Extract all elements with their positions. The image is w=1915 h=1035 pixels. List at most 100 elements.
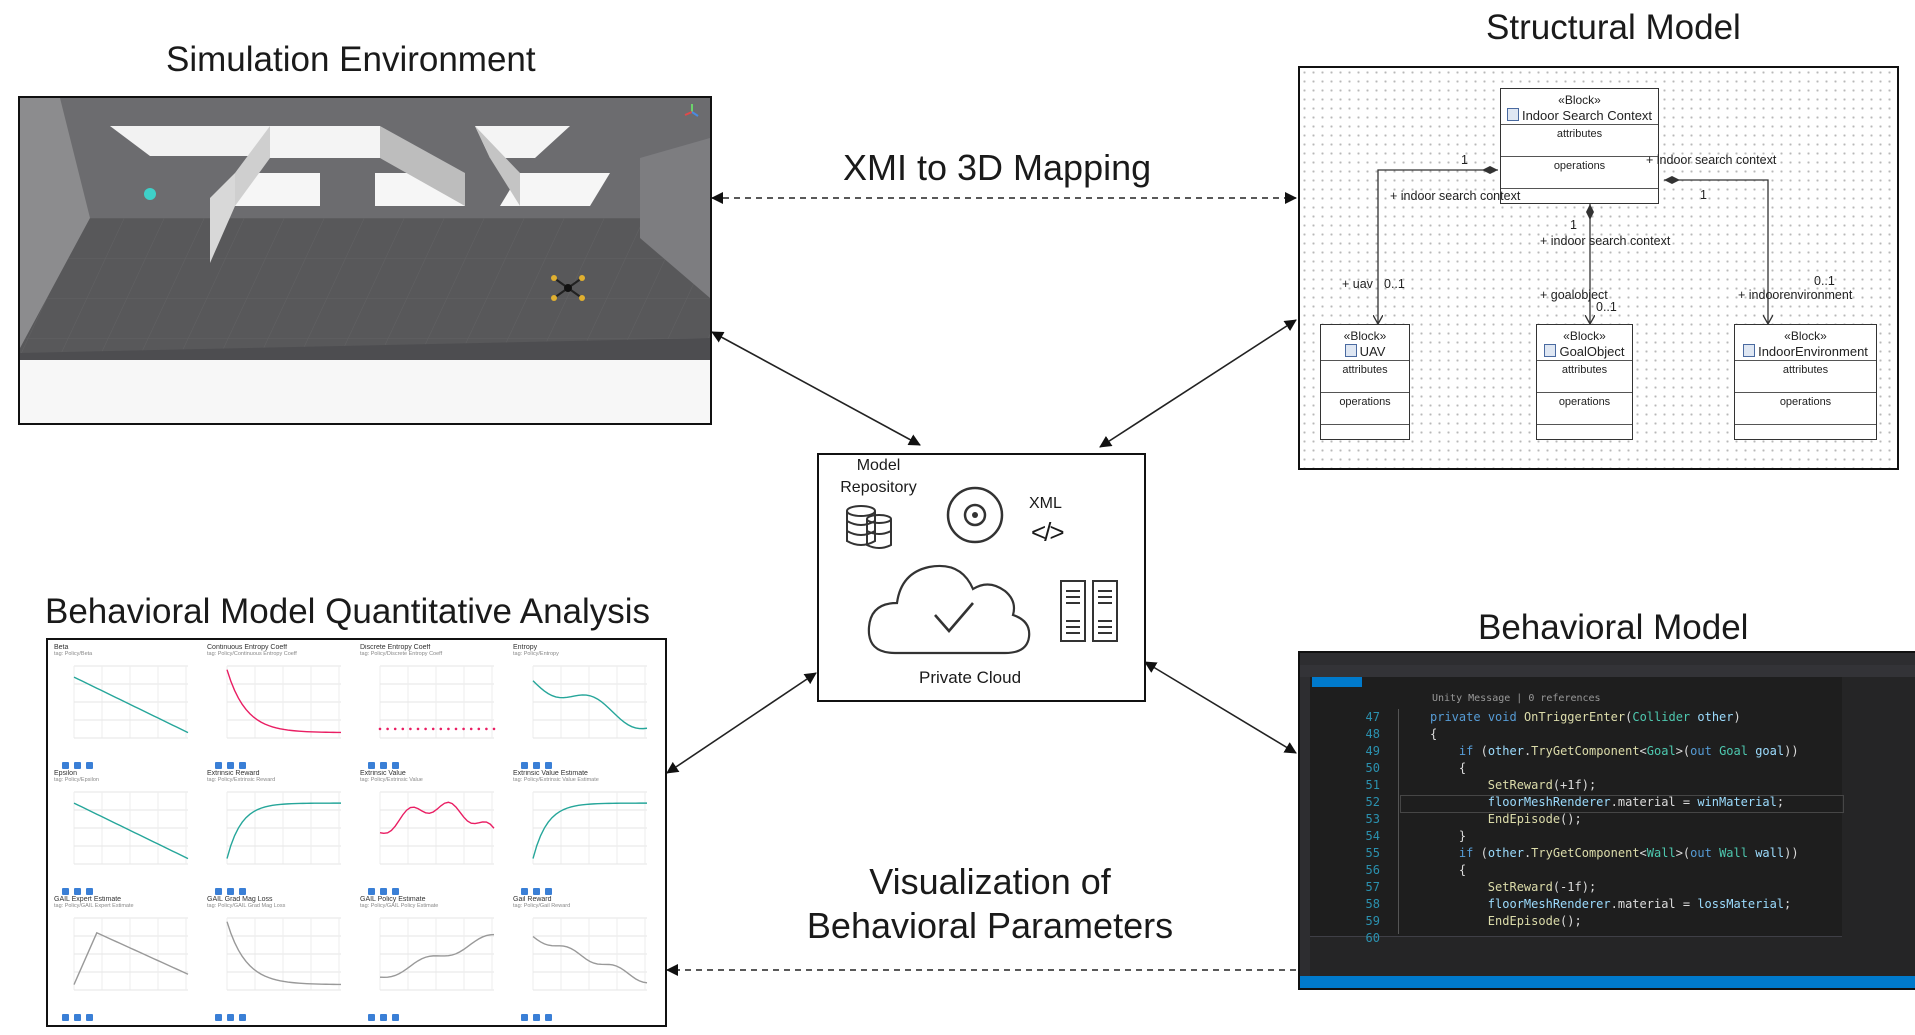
- panel-control-icon[interactable]: [521, 762, 528, 769]
- code-line[interactable]: 57 SetReward(-1f);: [1300, 879, 1840, 896]
- metric-panel-tag: tag: Policy/Extrinsic Reward: [207, 777, 276, 783]
- panel-control-icon[interactable]: [74, 888, 81, 895]
- code-line[interactable]: 60: [1300, 930, 1840, 947]
- solution-explorer[interactable]: [1842, 677, 1915, 977]
- panel-control-icon[interactable]: [392, 1014, 399, 1021]
- panel-control-icon[interactable]: [545, 1014, 552, 1021]
- mult-uav: 0..1: [1384, 277, 1405, 291]
- code-text: SetReward(-1f);: [1487, 880, 1597, 894]
- code-line[interactable]: 48{: [1300, 726, 1840, 743]
- metric-panel-title: Extrinsic Value: [360, 770, 406, 777]
- code-line[interactable]: 52 floorMeshRenderer.material = winMater…: [1300, 794, 1840, 811]
- code-line[interactable]: 50 {: [1300, 760, 1840, 777]
- attributes-compartment: attributes: [1537, 361, 1632, 393]
- role-environment: + indoorenvironment: [1738, 288, 1853, 302]
- metric-panel-controls[interactable]: [368, 882, 404, 895]
- code-text: private void OnTriggerEnter(Collider oth…: [1430, 710, 1741, 724]
- metric-panel-controls[interactable]: [215, 882, 251, 895]
- metric-panel-controls[interactable]: [521, 1008, 557, 1021]
- panel-control-icon[interactable]: [392, 888, 399, 895]
- visualization-label-line2: Behavioral Parameters: [806, 905, 1174, 946]
- panel-control-icon[interactable]: [215, 762, 222, 769]
- panel-control-icon[interactable]: [239, 762, 246, 769]
- panel-control-icon[interactable]: [74, 1014, 81, 1021]
- block-indoor-environment[interactable]: «Block»IndoorEnvironment attributes oper…: [1734, 324, 1877, 440]
- metric-panel-controls[interactable]: [62, 756, 98, 769]
- operations-compartment: operations: [1321, 393, 1409, 425]
- panel-control-icon[interactable]: [86, 762, 93, 769]
- code-line[interactable]: 59 EndEpisode();: [1300, 913, 1840, 930]
- panel-control-icon[interactable]: [380, 888, 387, 895]
- panel-control-icon[interactable]: [62, 888, 69, 895]
- metric-panel-controls[interactable]: [521, 756, 557, 769]
- panel-control-icon[interactable]: [215, 1014, 222, 1021]
- metric-panel-controls[interactable]: [521, 882, 557, 895]
- panel-control-icon[interactable]: [380, 1014, 387, 1021]
- metric-panel-controls[interactable]: [368, 756, 404, 769]
- simulation-environment-view[interactable]: [18, 96, 712, 425]
- metric-panel-controls[interactable]: [215, 1008, 251, 1021]
- panel-control-icon[interactable]: [227, 1014, 234, 1021]
- metric-panel-controls[interactable]: [215, 756, 251, 769]
- panel-control-icon[interactable]: [521, 1014, 528, 1021]
- block-indoor-search-context[interactable]: «Block»Indoor Search Context attributes …: [1500, 88, 1659, 204]
- code-line[interactable]: 51 SetReward(+1f);: [1300, 777, 1840, 794]
- block-goal-object[interactable]: «Block»GoalObject attributes operations: [1536, 324, 1633, 440]
- panel-control-icon[interactable]: [62, 1014, 69, 1021]
- code-line[interactable]: 58 floorMeshRenderer.material = lossMate…: [1300, 896, 1840, 913]
- panel-control-icon[interactable]: [521, 888, 528, 895]
- metric-panel-tag: tag: Policy/Beta: [54, 651, 93, 657]
- panel-control-icon[interactable]: [545, 762, 552, 769]
- code-text: if (other.TryGetComponent<Wall>(out Wall…: [1458, 846, 1799, 860]
- panel-control-icon[interactable]: [239, 888, 246, 895]
- code-line[interactable]: 54 }: [1300, 828, 1840, 845]
- panel-control-icon[interactable]: [392, 762, 399, 769]
- panel-control-icon[interactable]: [227, 762, 234, 769]
- panel-control-icon[interactable]: [86, 888, 93, 895]
- panel-control-icon[interactable]: [533, 888, 540, 895]
- panel-control-icon[interactable]: [86, 1014, 93, 1021]
- panel-control-icon[interactable]: [533, 1014, 540, 1021]
- panel-control-icon[interactable]: [239, 1014, 246, 1021]
- panel-control-icon[interactable]: [215, 888, 222, 895]
- metric-panel-controls[interactable]: [62, 1008, 98, 1021]
- code-line[interactable]: 53 EndEpisode();: [1300, 811, 1840, 828]
- panel-control-icon[interactable]: [368, 762, 375, 769]
- structural-model-diagram[interactable]: «Block»Indoor Search Context attributes …: [1298, 66, 1899, 470]
- panel-control-icon[interactable]: [545, 888, 552, 895]
- panel-control-icon[interactable]: [74, 762, 81, 769]
- code-line[interactable]: 49 if (other.TryGetComponent<Goal>(out G…: [1300, 743, 1840, 760]
- code-line[interactable]: 56 {: [1300, 862, 1840, 879]
- metric-panel-controls[interactable]: [368, 1008, 404, 1021]
- code-line[interactable]: 55 if (other.TryGetComponent<Wall>(out W…: [1300, 845, 1840, 862]
- metric-panel-controls[interactable]: [62, 882, 98, 895]
- block-uav[interactable]: «Block»UAV attributes operations: [1320, 324, 1410, 440]
- panel-control-icon[interactable]: [533, 762, 540, 769]
- visualization-label-line1: Visualization of: [869, 861, 1111, 902]
- private-cloud-box[interactable]: Model Repository XML </>: [817, 453, 1146, 702]
- panel-control-icon[interactable]: [62, 762, 69, 769]
- editor-tab[interactable]: [1312, 677, 1362, 687]
- panel-control-icon[interactable]: [368, 888, 375, 895]
- panel-control-icon[interactable]: [380, 762, 387, 769]
- panel-control-icon[interactable]: [227, 888, 234, 895]
- metric-panel-plot: [532, 791, 648, 865]
- panel-control-icon[interactable]: [368, 1014, 375, 1021]
- attributes-compartment: attributes: [1735, 361, 1876, 393]
- output-panel[interactable]: [1310, 936, 1842, 977]
